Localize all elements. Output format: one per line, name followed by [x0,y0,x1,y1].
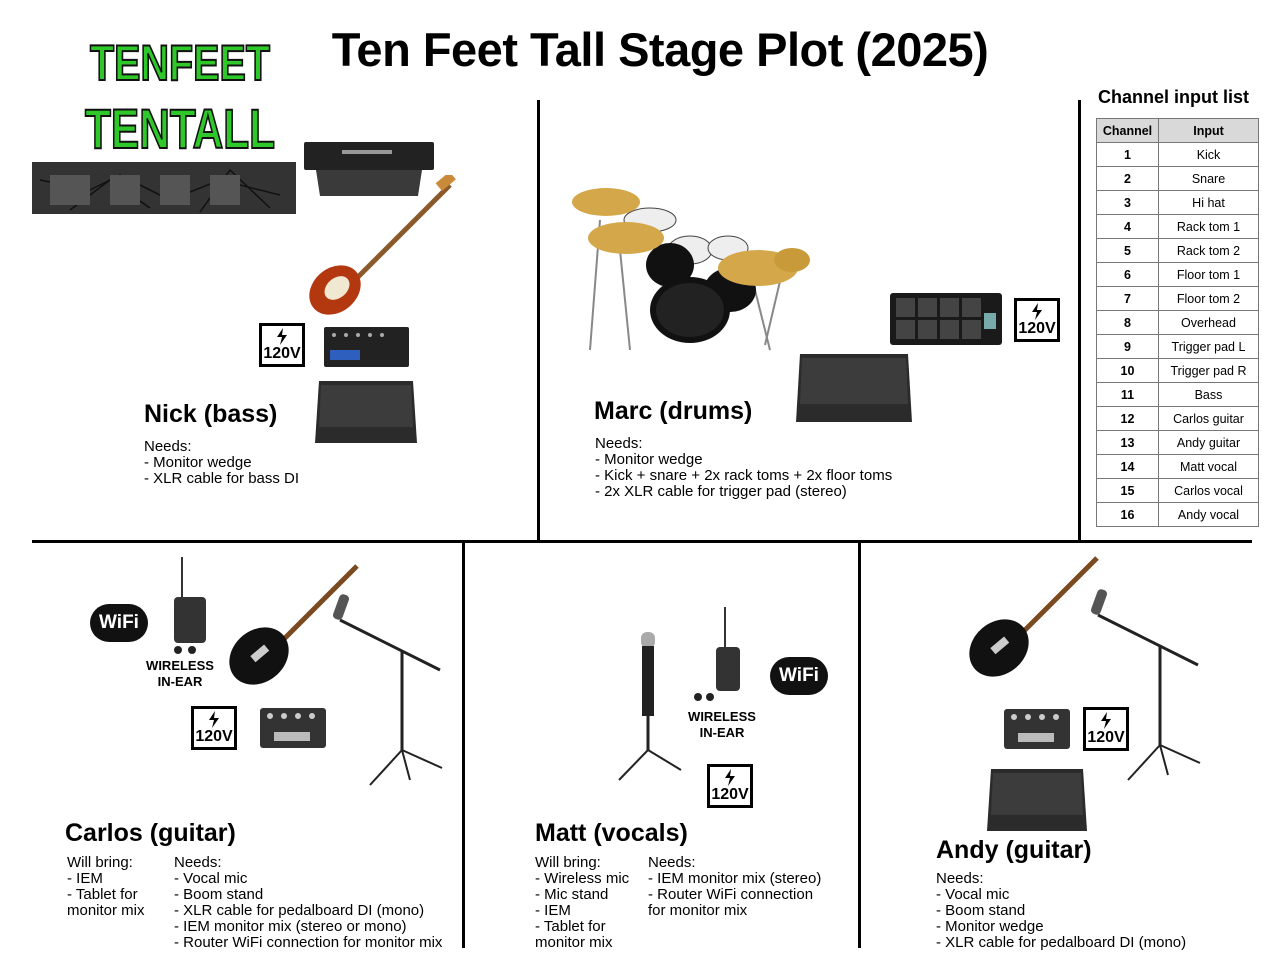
member-name: Carlos (guitar) [65,819,236,847]
channel-number: 10 [1096,358,1159,383]
channel-input: Andy guitar [1158,430,1259,455]
channel-input: Rack tom 1 [1158,214,1259,239]
power-outlet-120v: 120V [1014,298,1060,342]
channel-input: Trigger pad R [1158,358,1259,383]
channel-input: Andy vocal [1158,502,1259,527]
channel-input: Kick [1158,142,1259,167]
bass-amp [304,142,434,196]
divider [1078,100,1081,541]
lightning-icon [262,326,302,346]
lightning-icon [710,767,750,787]
svg-text:TENTALL: TENTALL [85,97,275,160]
band-logo: TENFEET TENTALL [32,34,296,214]
channel-input: Snare [1158,166,1259,191]
channel-input: Overhead [1158,310,1259,335]
multi-effects-pedal [324,327,409,367]
channel-number: 4 [1096,214,1159,239]
channel-number: 8 [1096,310,1159,335]
monitor-wedge [796,354,912,422]
channel-number: 13 [1096,430,1159,455]
trigger-pad [890,293,1002,345]
electric-guitar [229,564,359,685]
power-outlet-120v: 120V [707,764,753,808]
channel-input: Trigger pad L [1158,334,1259,359]
drum-kit [572,188,810,351]
channel-input: Carlos guitar [1158,406,1259,431]
channel-input: Bass [1158,382,1259,407]
channel-input: Floor tom 2 [1158,286,1259,311]
channel-number: 7 [1096,286,1159,311]
channel-number: 14 [1096,454,1159,479]
wireless-iem-pack [694,607,740,701]
member-name: Andy (guitar) [936,836,1092,864]
power-outlet-120v: 120V [191,706,237,750]
channel-number: 12 [1096,406,1159,431]
pedalboard [260,708,326,748]
member-name: Marc (drums) [594,397,753,425]
boom-mic-stand [332,594,443,786]
channel-number: 2 [1096,166,1159,191]
divider [537,100,540,541]
channel-number: 5 [1096,238,1159,263]
monitor-wedge [987,769,1087,831]
member-name: Nick (bass) [144,400,278,428]
power-outlet-120v: 120V [1083,707,1129,751]
channel-input: Matt vocal [1158,454,1259,479]
svg-text:TENFEET: TENFEET [90,35,270,91]
wifi-icon: WiFi [90,604,148,642]
channel-number: 15 [1096,478,1159,503]
channel-number: 6 [1096,262,1159,287]
boom-mic-stand [1090,589,1201,781]
divider [32,540,1252,543]
wireless-iem-pack [174,557,206,654]
channel-number: 1 [1096,142,1159,167]
channel-number: 11 [1096,382,1159,407]
divider [858,543,861,948]
channel-number: 3 [1096,190,1159,215]
channel-number: 9 [1096,334,1159,359]
channel-input: Floor tom 1 [1158,262,1259,287]
channel-input: Carlos vocal [1158,478,1259,503]
wifi-icon: WiFi [770,657,828,695]
lightning-icon [194,709,234,729]
monitor-wedge [315,381,417,443]
lightning-icon [1086,710,1126,730]
power-outlet-120v: 120V [259,323,305,367]
channel-input: Rack tom 2 [1158,238,1259,263]
wireless-mic-on-stand [618,632,682,781]
divider [462,543,465,948]
lightning-icon [1017,301,1057,321]
member-name: Matt (vocals) [535,819,688,847]
channel-list-title: Channel input list [1098,87,1249,107]
channel-input: Hi hat [1158,190,1259,215]
pedalboard [1004,709,1070,749]
bass-guitar [309,175,456,315]
electric-guitar [969,556,1099,677]
page-title: Ten Feet Tall Stage Plot (2025) [331,23,989,76]
channel-number: 16 [1096,502,1159,527]
